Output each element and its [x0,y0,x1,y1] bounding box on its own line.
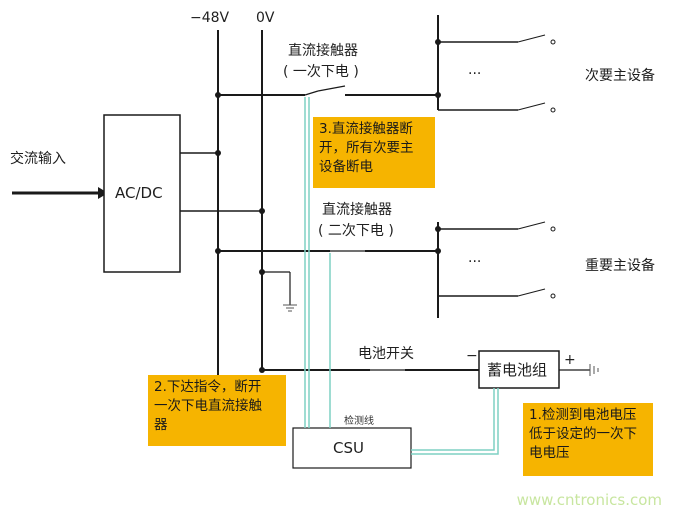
junction-dot [215,150,221,156]
contactor1-title: 直流接触器 [288,42,358,59]
secondary-equipment-label: 次要主设备 [585,67,655,84]
secondary-switch-2 [517,102,546,111]
contactor1-contact [304,90,319,96]
csu-box [292,427,412,469]
battery-minus-label: − [466,348,478,364]
ground-icon [283,304,297,312]
contactor1-blade [317,85,346,92]
junction-dot [259,208,265,214]
battery-pack-box [478,350,560,389]
battery-switch-label: 电池开关 [358,346,414,362]
primary-switch-2 [517,288,546,297]
detection-line-label: 检测线 [344,414,374,427]
note-step1: 1.检测到电池电压 低于设定的一次下 电电压 [523,403,653,476]
contactor2-title: 直流接触器 [322,201,392,218]
secondary-switch-1 [517,34,546,43]
primary-terminal-2 [550,293,556,299]
ac-input-arrowhead-icon [98,187,108,199]
battery-plus-label: + [564,352,576,368]
zero-v-label: 0V [256,10,275,26]
junction-dot [435,226,441,232]
primary-equipment-label: 重要主设备 [585,257,655,274]
junction-dot [435,39,441,45]
junction-dot [259,269,265,275]
note-step2: 2.下达指令，断开 一次下电直流接触 器 [148,375,286,446]
acdc-box [103,114,181,273]
control-signal-lines [304,97,499,455]
battery-pack-label: 蓄电池组 [487,361,547,379]
ac-input-label: 交流输入 [10,150,66,167]
csu-label: CSU [333,439,364,457]
junction-dot [259,367,265,373]
secondary-terminal-2 [550,107,556,113]
neg48v-label: −48V [190,10,230,26]
acdc-label: AC/DC [115,184,163,202]
secondary-terminal-1 [550,39,556,45]
junction-dot [215,92,221,98]
contactor2-subtitle: ( 二次下电 ) [318,223,394,239]
primary-ellipsis: ··· [468,254,481,270]
junction-dot [215,248,221,254]
primary-terminal-1 [550,226,556,232]
watermark: www.cntronics.com [516,491,662,509]
contactor1-subtitle: ( 一次下电 ) [283,64,359,80]
secondary-ellipsis: ··· [468,66,481,82]
primary-switch-1 [517,221,546,230]
note-step3-text: 3.直流接触器断 开，所有次要主 设备断电 [319,121,414,175]
battery-ground-icon [589,364,599,376]
note-step2-text: 2.下达指令，断开 一次下电直流接触 器 [154,379,262,433]
note-step3: 3.直流接触器断 开，所有次要主 设备断电 [313,117,435,188]
note-step1-text: 1.检测到电池电压 低于设定的一次下 电电压 [529,407,637,461]
